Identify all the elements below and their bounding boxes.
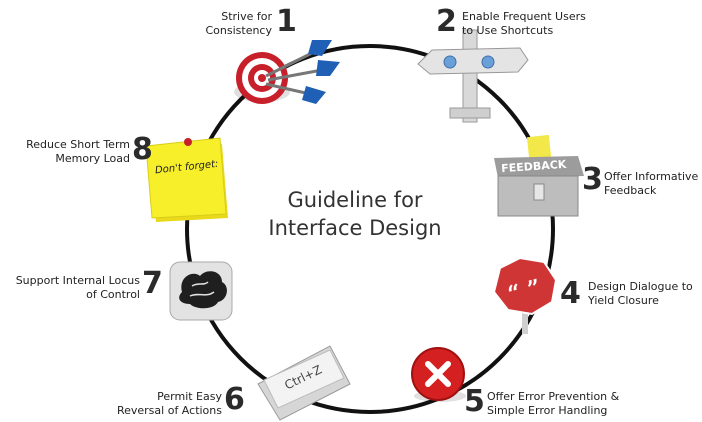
guideline-6-label: Permit Easy Reversal of Actions (116, 390, 222, 417)
guideline-1-label: Strive for Consistency (205, 10, 272, 37)
signpost-icon (417, 29, 529, 123)
guideline-8-label: Reduce Short Term Memory Load (26, 138, 130, 165)
diagram-title-line2: Interface Design (268, 216, 442, 240)
guideline-1-number: 1 (276, 4, 297, 39)
guideline-5-label: Offer Error Prevention & Simple Error Ha… (487, 390, 620, 417)
brain-icon (169, 261, 233, 321)
guideline-5-number: 5 (464, 384, 485, 419)
guideline-7-number: 7 (142, 266, 163, 301)
guideline-2-number: 2 (436, 4, 457, 39)
guideline-3-label: Offer Informative Feedback (604, 170, 699, 197)
guideline-7-label: Support Internal Locus of Control (15, 274, 140, 301)
guideline-6-number: 6 (224, 382, 245, 417)
quote-stop-sign-icon: “ ” (492, 256, 558, 334)
diagram-title: Guideline for Interface Design (250, 186, 460, 242)
guideline-ring (185, 44, 555, 414)
diagram-title-line1: Guideline for (287, 188, 423, 212)
svg-text:FEEDBACK: FEEDBACK (501, 158, 567, 176)
guideline-2-label: Enable Frequent Users to Use Shortcuts (462, 10, 586, 37)
guideline-3-number: 3 (582, 162, 603, 197)
error-x-icon (411, 347, 466, 402)
guideline-4-label: Design Dialogue to Yield Closure (588, 280, 693, 307)
ctrl-z-key-icon: Ctrl+Z (257, 345, 351, 421)
sticky-note-icon: Don't forget: (145, 137, 228, 222)
guideline-4-number: 4 (560, 276, 581, 311)
dartboard-icon (234, 40, 340, 104)
feedback-box-icon: FEEDBACK (494, 134, 584, 217)
guideline-8-number: 8 (132, 132, 153, 167)
